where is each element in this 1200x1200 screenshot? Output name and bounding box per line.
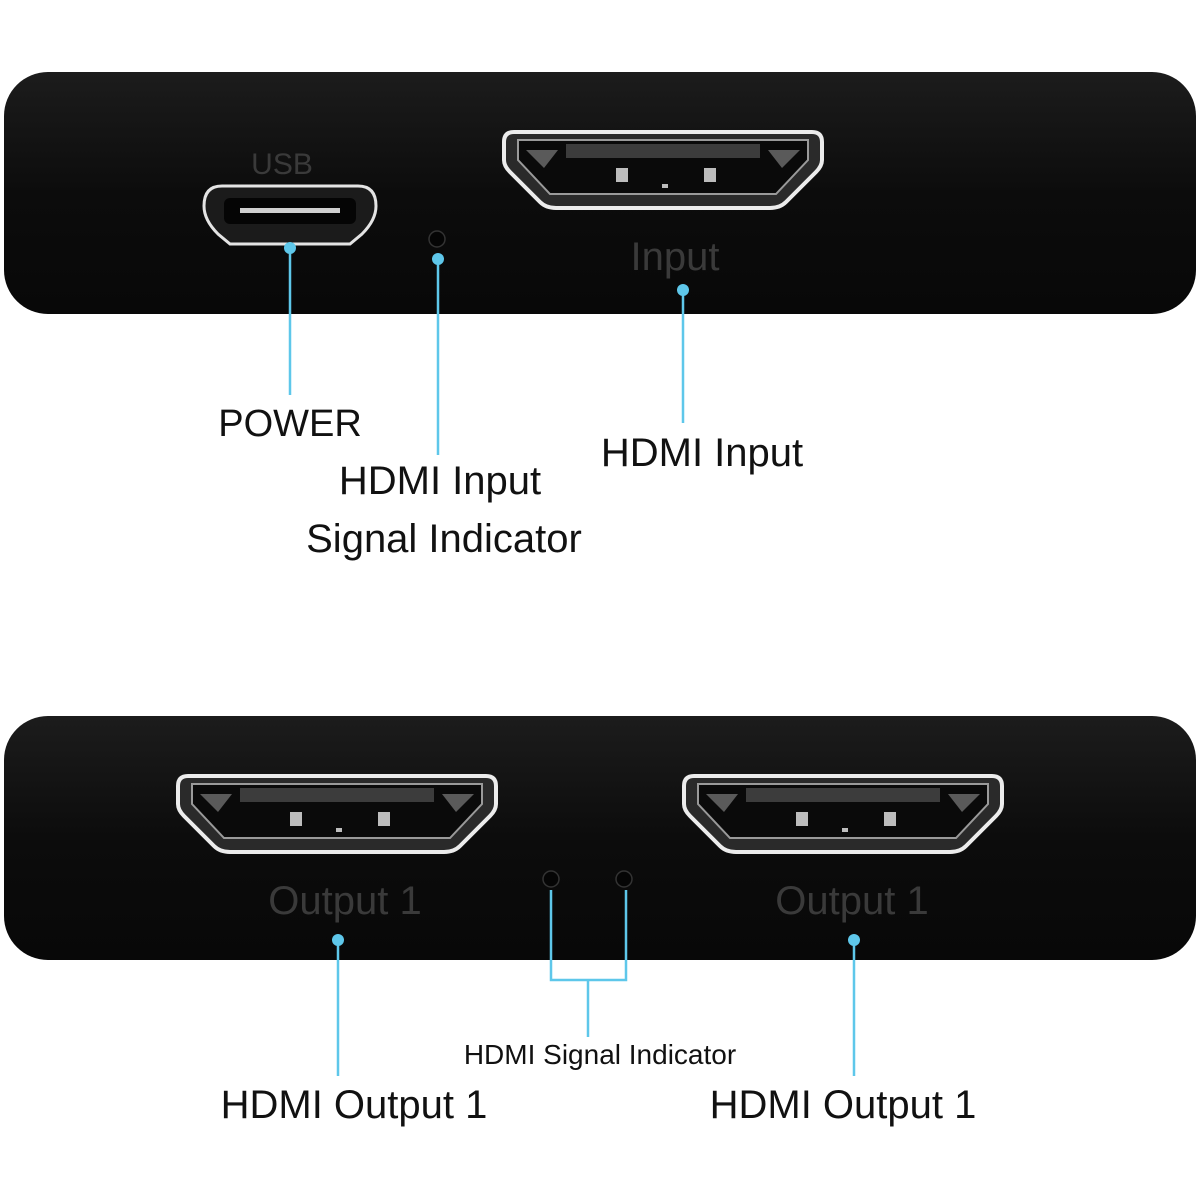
input-side-panel: USB Input bbox=[4, 72, 1196, 314]
led-indicator-icon bbox=[542, 870, 560, 888]
callout-hdmi-output-right: HDMI Output 1 bbox=[710, 1083, 977, 1127]
hdmi-port-icon bbox=[176, 774, 498, 854]
callout-input-signal-line1: HDMI Input bbox=[339, 459, 541, 503]
input-print: Input bbox=[631, 235, 720, 279]
device-body-bottom bbox=[4, 716, 1196, 960]
output-right-print: Output 1 bbox=[775, 879, 928, 923]
led-indicator-icon bbox=[615, 870, 633, 888]
hdmi-port-icon bbox=[502, 130, 824, 210]
usb-print: USB bbox=[251, 148, 313, 181]
hdmi-port-icon bbox=[682, 774, 1004, 854]
top-leader-lines bbox=[284, 242, 689, 455]
bottom-leader-lines bbox=[332, 890, 860, 1076]
usb-micro-port-icon bbox=[202, 184, 378, 246]
led-indicator-icon bbox=[428, 230, 446, 248]
callout-signal-indicator: HDMI Signal Indicator bbox=[464, 1039, 736, 1070]
callout-power: POWER bbox=[218, 403, 362, 445]
callout-hdmi-input: HDMI Input bbox=[601, 431, 803, 475]
callout-input-signal-line2: Signal Indicator bbox=[306, 517, 582, 561]
output-left-print: Output 1 bbox=[268, 879, 421, 923]
output-side-panel: Output 1 Output 1 bbox=[4, 716, 1196, 960]
callout-hdmi-output-left: HDMI Output 1 bbox=[221, 1083, 488, 1127]
